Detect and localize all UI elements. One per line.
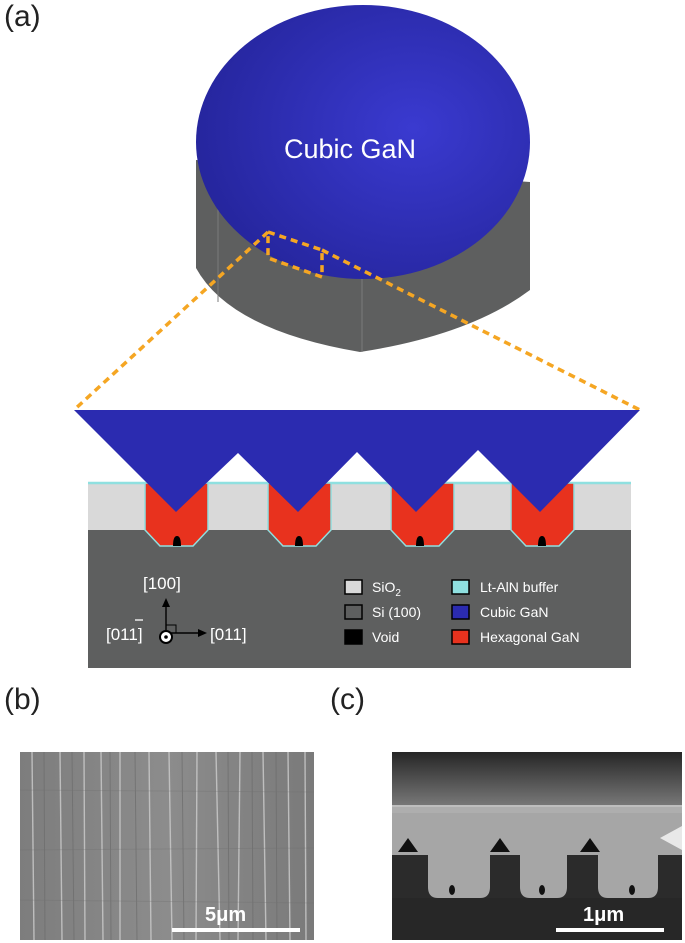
- axis-label-011: [011]: [210, 625, 247, 644]
- scalebar-label-b: 5μm: [205, 904, 246, 926]
- crystal-axes: [100] [011] [011]: [106, 574, 247, 644]
- groove: [267, 482, 332, 547]
- scalebar-c: [556, 928, 664, 932]
- legend-label-si: Si (100): [372, 604, 421, 620]
- panel-label-c: (c): [330, 683, 365, 716]
- legend-label-sio2: SiO2: [372, 579, 401, 599]
- zoom-line-left: [72, 230, 270, 412]
- zoom-indicator: [72, 229, 641, 412]
- si-substrate: [88, 530, 631, 668]
- legend-swatch-si: [344, 604, 363, 620]
- panel-label-b: (b): [4, 683, 41, 716]
- legend-swatch-cubic-gan: [451, 604, 470, 620]
- scalebar-b: [172, 928, 300, 932]
- legend-label-hex-gan: Hexagonal GaN: [480, 629, 580, 645]
- void: [538, 536, 546, 546]
- sem-image-b: 5μm: [19, 751, 315, 941]
- panel-label-a: (a): [4, 0, 41, 33]
- wafer-top: [196, 5, 530, 279]
- legend-label-void: Void: [372, 629, 399, 645]
- zoom-box: [266, 229, 324, 280]
- cross-section: [100] [011] [011] SiO2 Si (100) Void Lt-…: [74, 410, 640, 668]
- wafer-label: Cubic GaN: [284, 134, 416, 164]
- voids: [173, 536, 546, 546]
- legend-swatch-void: [344, 629, 363, 645]
- cubic-gan-film: [74, 410, 640, 512]
- void: [173, 536, 181, 546]
- wafer-3d: Cubic GaN: [196, 5, 530, 352]
- void: [295, 536, 303, 546]
- grooves: [144, 482, 575, 547]
- groove: [144, 482, 209, 547]
- legend-swatch-hex-gan: [451, 629, 470, 645]
- legend-label-cubic-gan: Cubic GaN: [480, 604, 548, 620]
- legend-swatch-sio2: [344, 579, 363, 595]
- sem-image-c: 1μm: [392, 752, 682, 940]
- scalebar-label-c: 1μm: [583, 904, 624, 926]
- legend-swatch-aln: [451, 579, 470, 595]
- legend: SiO2 Si (100) Void Lt-AlN buffer Cubic G…: [344, 579, 580, 645]
- legend-label-aln: Lt-AlN buffer: [480, 579, 559, 595]
- axis-label-01-1: [011]: [106, 625, 143, 644]
- void: [416, 536, 424, 546]
- axis-label-100: [100]: [143, 574, 181, 593]
